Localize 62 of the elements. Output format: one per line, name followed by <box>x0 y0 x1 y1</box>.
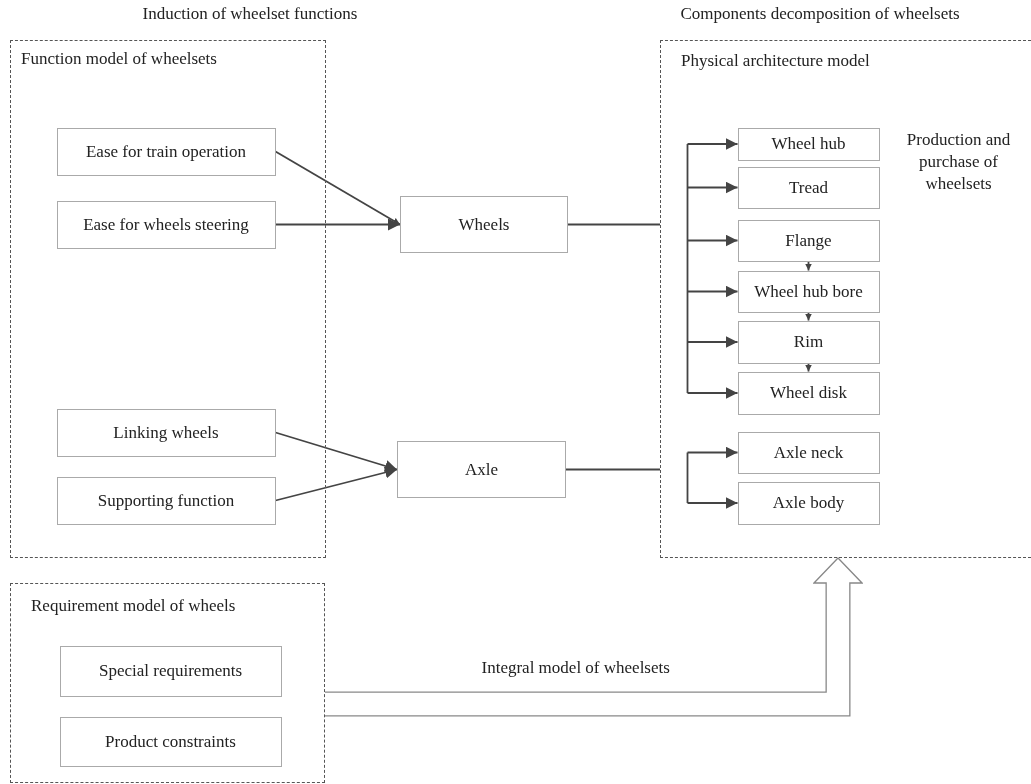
process-box <box>397 441 566 498</box>
section-heading: Components decomposition of wheelsets <box>680 4 960 24</box>
process-box <box>56 408 276 457</box>
edge-label: Integral model of wheelsets <box>481 658 670 678</box>
dashed-group-frame <box>10 40 326 558</box>
box-label: Wheels <box>458 214 510 235</box>
process-box <box>737 219 880 262</box>
connector-line <box>565 468 661 471</box>
bracket-line <box>686 143 689 394</box>
arrow <box>686 138 739 150</box>
process-box <box>737 371 880 415</box>
box-label: Wheel hub bore <box>754 281 863 302</box>
process-box <box>737 166 880 209</box>
box-label: Tread <box>788 177 828 198</box>
process-box <box>56 200 276 249</box>
arrow <box>274 466 398 502</box>
arrow <box>805 260 812 272</box>
process-box <box>737 270 880 313</box>
arrow <box>805 311 812 322</box>
arrow <box>686 387 739 399</box>
group-title: Requirement model of wheels <box>31 596 236 616</box>
process-box <box>737 431 880 474</box>
arrow <box>686 285 739 298</box>
box-label: Linking wheels <box>113 422 219 443</box>
box-label: Ease for train operation <box>86 141 246 162</box>
process-box <box>59 716 282 767</box>
box-label: Rim <box>793 332 824 352</box>
arrow <box>686 181 739 194</box>
arrow <box>686 234 739 247</box>
bracket-line <box>686 451 689 504</box>
process-box <box>56 127 276 176</box>
arrow <box>274 150 401 226</box>
group-title: Physical architecture model <box>681 51 870 71</box>
arrow <box>686 446 739 459</box>
process-box <box>737 320 880 364</box>
process-box <box>737 481 880 525</box>
box-label: Wheel disk <box>770 383 847 403</box>
arrow <box>274 218 401 231</box>
arrow <box>686 497 739 509</box>
process-box <box>737 127 880 161</box>
box-label: Axle <box>464 459 498 480</box>
box-label: Wheel hub <box>771 134 846 154</box>
process-box <box>59 645 282 697</box>
arrow <box>274 431 398 472</box>
box-label: Ease for wheels steering <box>83 214 249 235</box>
box-label: Flange <box>785 230 832 251</box>
dashed-group-frame <box>10 583 325 783</box>
dashed-group-frame <box>660 40 1031 558</box>
box-label: Axle neck <box>773 442 844 463</box>
group-title: Function model of wheelsets <box>21 49 217 69</box>
arrow <box>686 336 739 348</box>
process-box <box>400 196 568 253</box>
box-label: Product constraints <box>105 731 236 752</box>
arrow <box>805 362 812 373</box>
box-label: Supporting function <box>97 490 235 511</box>
box-label: Special requirements <box>99 661 242 681</box>
block-arrow <box>325 557 863 717</box>
process-box <box>56 476 276 525</box>
box-label: Axle body <box>772 493 845 513</box>
section-heading: Induction of wheelset functions <box>142 4 358 24</box>
side-note: Production and purchase of wheelsets <box>905 129 1012 195</box>
connector-line <box>567 223 661 226</box>
